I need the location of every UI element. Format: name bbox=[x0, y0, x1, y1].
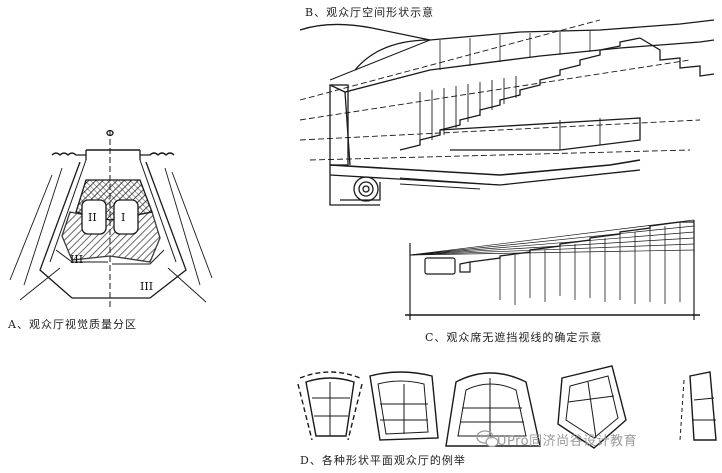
caption-b: B、观众厅空间形状示意 bbox=[305, 6, 435, 19]
plan-shape-bell bbox=[445, 372, 541, 447]
diagram-c-sightline-section bbox=[405, 219, 700, 320]
plan-shape-fan-dashed bbox=[297, 371, 363, 441]
zone-label-two-left: II bbox=[88, 211, 97, 224]
zone-label-three-right: III bbox=[140, 280, 153, 293]
caption-d: D、各种形状平面观众厅的例举 bbox=[300, 454, 466, 467]
plan-shape-partial bbox=[679, 371, 717, 441]
zone-label-three-left: III bbox=[70, 253, 83, 266]
diagram-d-plan-shapes bbox=[297, 365, 717, 449]
watermark-text: UPro同济尚谷设计教育 bbox=[497, 434, 638, 449]
wechat-icon bbox=[476, 430, 499, 448]
caption-a: A、观众厅视觉质量分区 bbox=[8, 318, 137, 331]
diagram-a-viewing-zones bbox=[9, 129, 213, 310]
zone-label-one: I bbox=[121, 211, 125, 224]
caption-c: C、观众席无遮挡视线的确定示意 bbox=[425, 331, 603, 344]
diagram-b-hall-section bbox=[299, 19, 715, 206]
plan-shape-hexagon bbox=[557, 365, 627, 449]
plan-shape-rectangle bbox=[369, 371, 439, 441]
